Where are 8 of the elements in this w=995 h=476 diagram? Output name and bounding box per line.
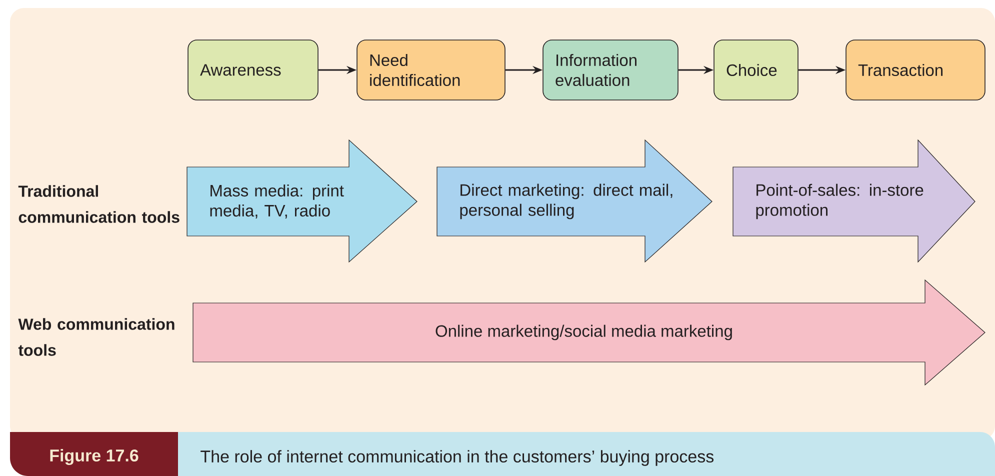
caption-bar: The role of internet communication in the customers’ buying process [178,432,995,476]
process-box: Information evaluation [542,40,678,100]
process-box: Choice [714,40,798,100]
process-box: Transaction [846,40,986,100]
figure-number: Figure 17.6 [10,432,178,476]
process-box: Awareness [188,40,318,100]
process-box: Need identification [356,40,506,100]
row-label: Web communication tools [18,318,174,356]
